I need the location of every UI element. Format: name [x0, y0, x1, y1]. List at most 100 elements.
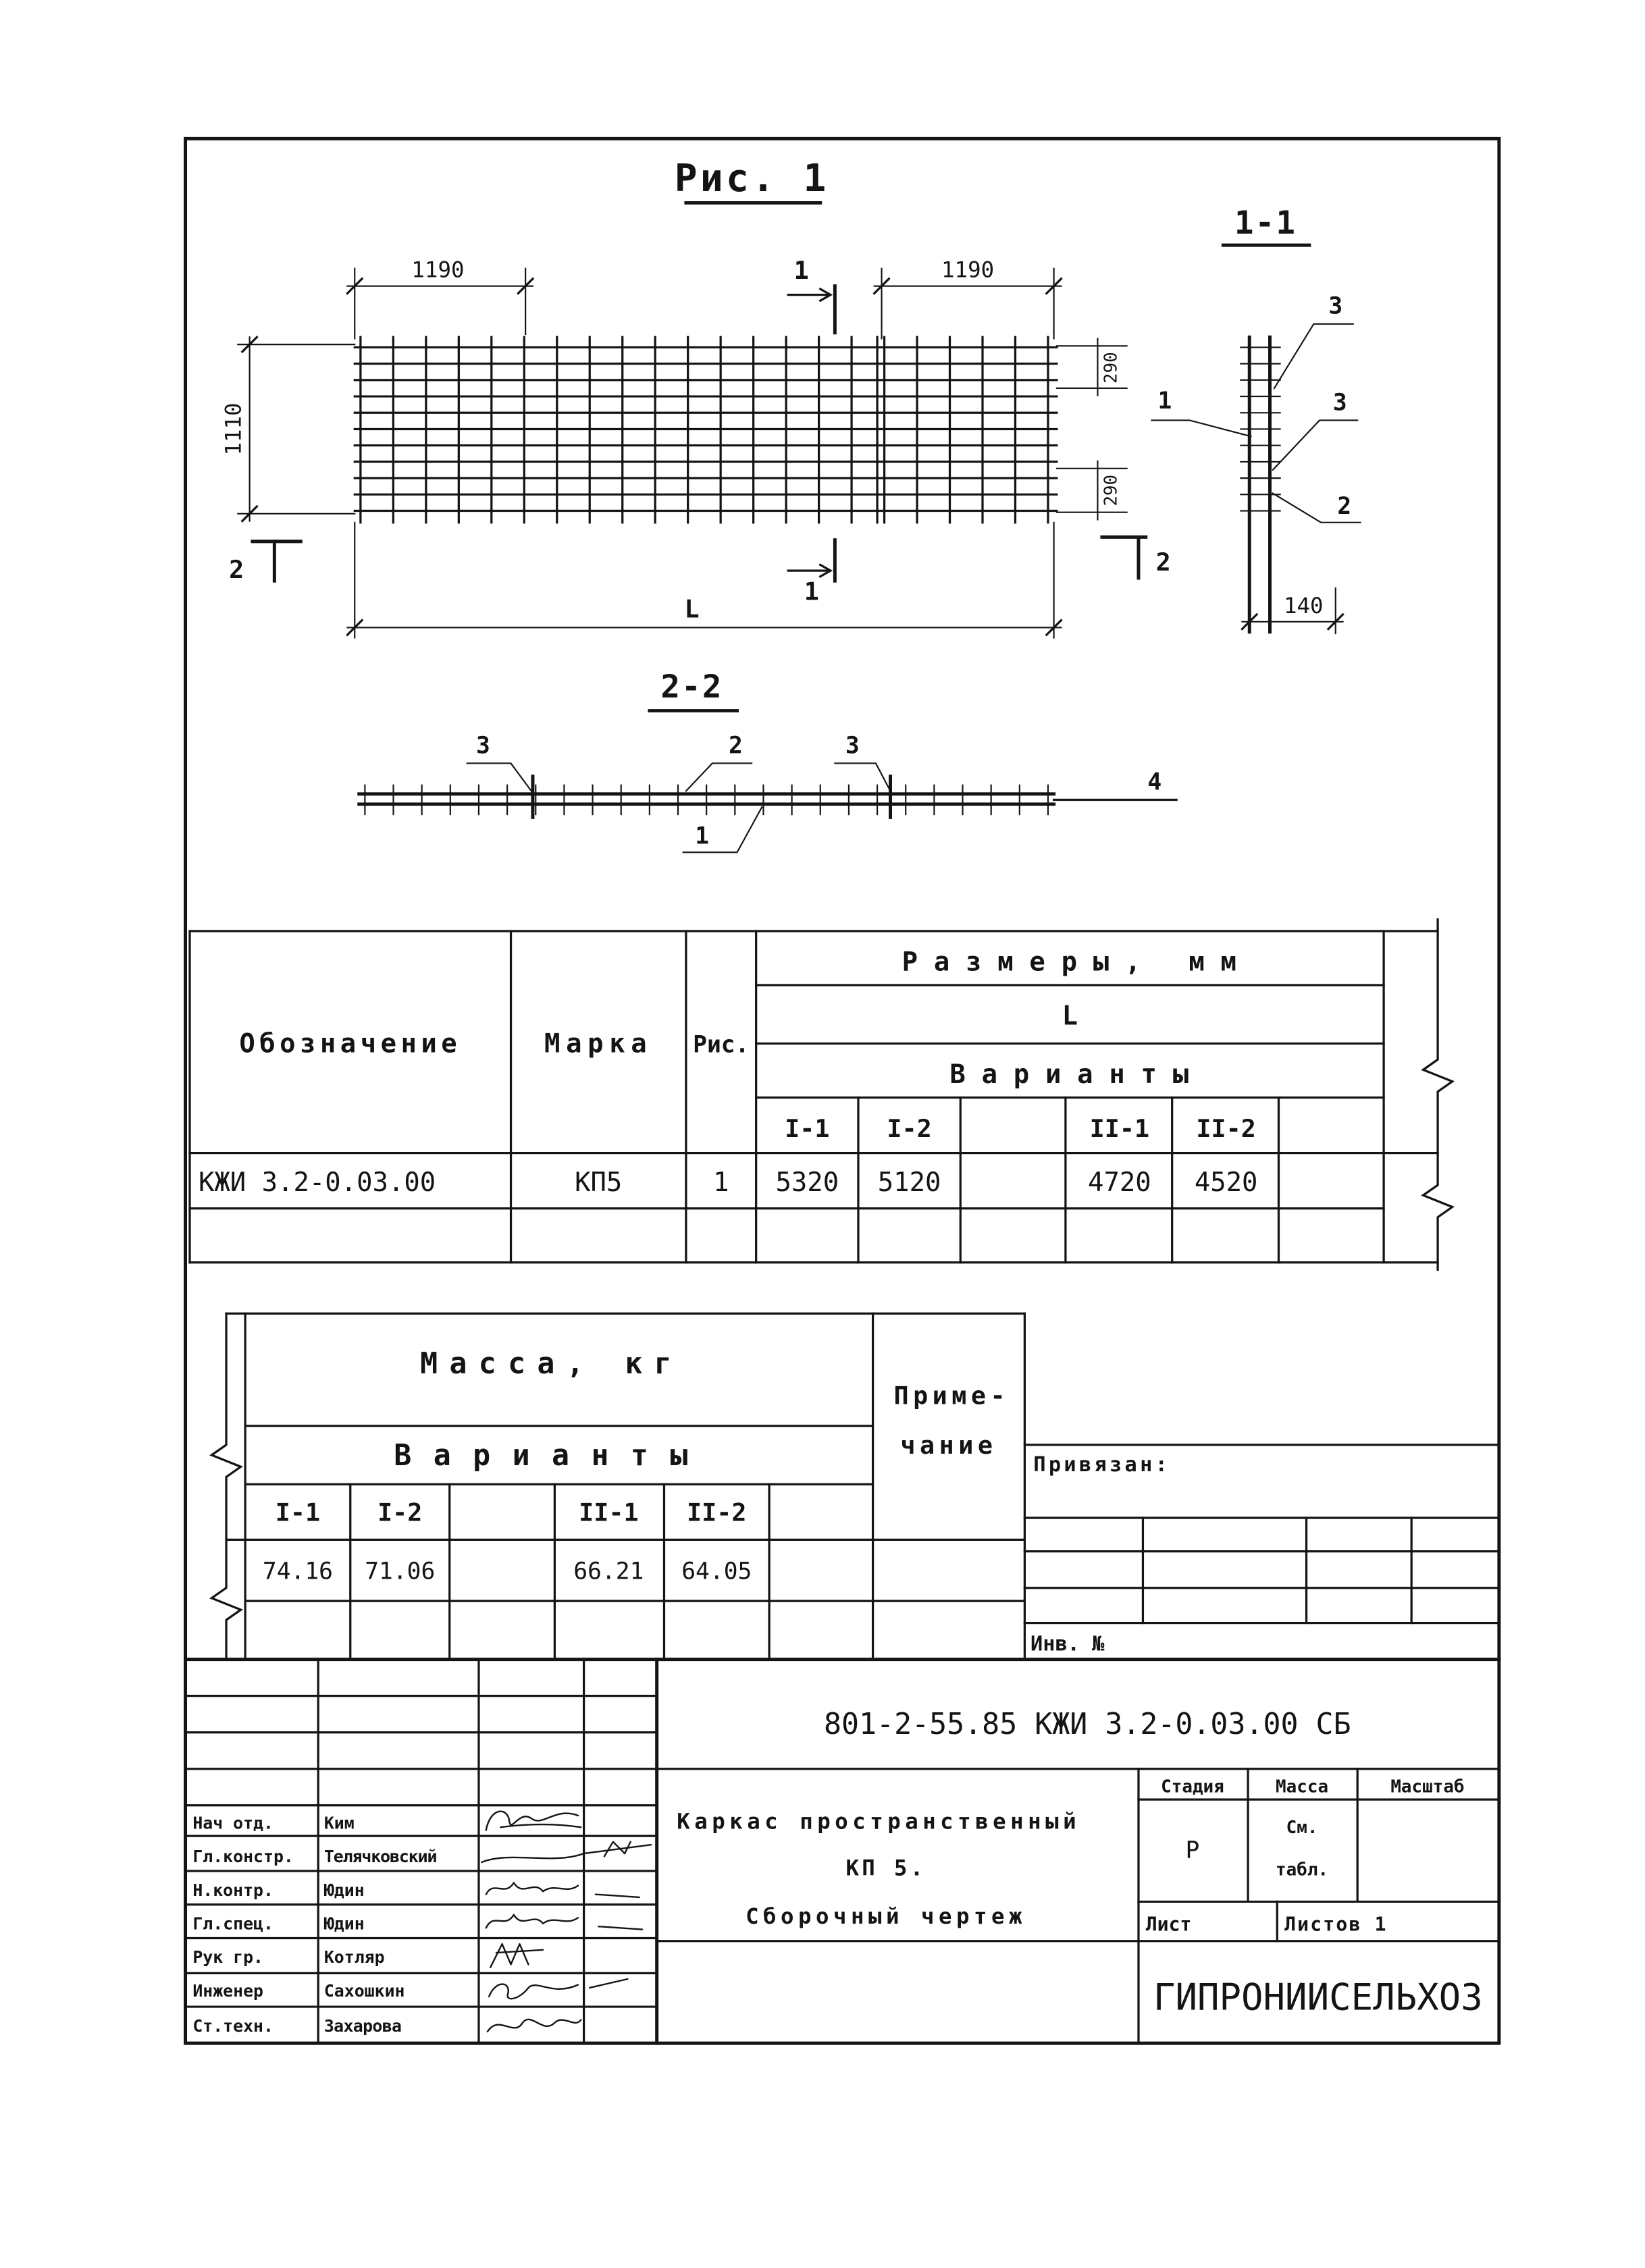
callout-1-1-2: 2 — [1337, 493, 1351, 520]
row-designation: КЖИ 3.2-0.03.00 — [199, 1167, 436, 1198]
signature — [490, 1943, 544, 1968]
organization-name: ГИПРОНИИСЕЛЬХОЗ — [1153, 1976, 1483, 2018]
table-break-line — [209, 1312, 244, 1660]
signatory-name: Телячковский — [324, 1847, 437, 1866]
table-break-line — [1421, 918, 1455, 1271]
section-1-1-profile — [1240, 335, 1281, 634]
row-length-5: 4520 — [1195, 1167, 1258, 1198]
title-block-rules — [184, 1658, 1501, 2045]
title-block: 801-2-55.85 КЖИ 3.2-0.03.00 СБ Каркас пр… — [184, 1658, 1501, 2045]
sheet-label: Лист — [1146, 1914, 1192, 1936]
signatory-role: Н.контр. — [192, 1880, 273, 1900]
dimension-edge-top-value: 290 — [1101, 352, 1122, 384]
header-sizes: Размеры, мм — [902, 947, 1253, 977]
binding-box: Привязан: Инв. № — [1023, 1444, 1500, 1656]
signatory-row: Ст.техн. Захарова — [192, 2016, 582, 2036]
row-length-2: 5120 — [878, 1167, 941, 1198]
section-2-2-title: 2-2 — [660, 668, 723, 706]
sheets-count-label: Листов 1 — [1284, 1914, 1388, 1936]
mass-value-1: 74.16 — [263, 1558, 333, 1585]
header-length: L — [1062, 1001, 1078, 1031]
dimension-top-right-value: 1190 — [941, 257, 994, 283]
callout-2-2-1: 1 — [695, 822, 709, 849]
row-fig: 1 — [713, 1167, 729, 1198]
scale-label: Масштаб — [1390, 1776, 1464, 1797]
stage-value: Р — [1186, 1837, 1200, 1864]
callout-1-1-mid-3: 3 — [1333, 389, 1347, 416]
section-cut-2-right-label: 2 — [1156, 548, 1171, 577]
mass-table: Масса, кг Варианты Приме- чание I-1 I-2 … — [209, 1312, 1026, 1661]
dimension-edge-top: 290 — [1055, 338, 1128, 396]
row-length-4: 4720 — [1088, 1167, 1151, 1198]
section-cut-2-left-label: 2 — [229, 555, 244, 584]
signatory-role: Инженер — [192, 1981, 263, 2001]
variant-col-2: I-2 — [887, 1114, 931, 1143]
variant-col-4: II-1 — [1090, 1114, 1149, 1143]
binding-label: Привязан: — [1033, 1453, 1170, 1477]
signature — [485, 1810, 582, 1831]
header-note-line-1: Приме- — [893, 1381, 1010, 1410]
header-mark: Марка — [544, 1028, 652, 1059]
signatory-row: Инженер Сахошкин — [192, 1978, 629, 2001]
mass-value-5: 64.05 — [681, 1558, 752, 1585]
signature — [485, 1914, 644, 1930]
header-fig: Рис. — [693, 1031, 749, 1058]
section-1-1-bars — [1240, 346, 1281, 512]
mass-variant-col-5: II-2 — [687, 1498, 746, 1527]
signatory-name: Котляр — [324, 1947, 385, 1967]
dimension-top-right: 1190 — [872, 257, 1063, 340]
dimension-top-left-value: 1190 — [411, 257, 464, 283]
signature — [485, 1882, 640, 1899]
mass-variant-col-2: I-2 — [377, 1498, 422, 1527]
mass-value-line-1: См. — [1286, 1818, 1318, 1838]
callout-2-2-4: 4 — [1147, 768, 1161, 795]
header-variants: Варианты — [949, 1059, 1205, 1090]
specification-table-rules — [188, 918, 1455, 1271]
drawing-title-line-2: КП 5. — [845, 1855, 926, 1881]
section-cut-2-left: 2 — [229, 539, 303, 584]
mass-table-rules — [209, 1312, 1026, 1661]
section-2-2-ticks — [364, 784, 1049, 816]
dimension-edge-bottom-value: 290 — [1101, 475, 1122, 506]
dimension-height: 1110 — [221, 336, 356, 523]
drawing-title-line-3: Сборочный чертеж — [746, 1903, 1026, 1929]
dimension-length: L — [346, 521, 1063, 639]
signatory-name: Захарова — [324, 2016, 401, 2036]
signatory-row: Нач отд. Ким — [192, 1810, 582, 1832]
callout-1-1-top-3: 3 — [1328, 293, 1342, 320]
mass-label: Масса — [1276, 1776, 1328, 1797]
signatory-name: Юдин — [324, 1880, 365, 1900]
signatory-name: Сахошкин — [324, 1981, 405, 2001]
dimension-section-width-value: 140 — [1284, 593, 1324, 618]
header-designation: Обозначение — [239, 1028, 461, 1059]
callout-2-2-right-3: 3 — [845, 732, 860, 759]
mass-variant-col-4: II-1 — [579, 1498, 638, 1527]
document-code: 801-2-55.85 КЖИ 3.2-0.03.00 СБ — [824, 1708, 1351, 1741]
signatory-role: Гл.спец. — [192, 1914, 273, 1934]
section-cut-1-bottom-label: 1 — [804, 577, 819, 606]
header-mass: Масса, кг — [420, 1347, 683, 1381]
inventory-number-label: Инв. № — [1030, 1633, 1105, 1656]
signature — [486, 2018, 582, 2032]
sheet-frame — [184, 136, 1501, 2045]
variant-col-5: II-2 — [1196, 1114, 1255, 1143]
signatory-role: Ст.техн. — [192, 2016, 273, 2036]
section-2-2-profile — [357, 774, 1178, 819]
reinforcement-mesh-plan — [353, 336, 1058, 524]
variant-col-1: I-1 — [785, 1114, 829, 1143]
section-cut-1-top: 1 — [787, 256, 837, 335]
dimension-length-value: L — [684, 594, 699, 623]
table-row: 74.16 71.06 66.21 64.05 — [263, 1558, 752, 1585]
signatory-name: Ким — [324, 1813, 355, 1832]
signatory-role: Нач отд. — [192, 1813, 273, 1832]
stage-label: Стадия — [1161, 1776, 1224, 1797]
callout-2-2-left-3: 3 — [476, 732, 490, 759]
row-length-1: 5320 — [775, 1167, 839, 1198]
signatory-row: Рук гр. Котляр — [192, 1943, 544, 1968]
signatory-role: Гл.констр. — [192, 1847, 294, 1866]
row-mark: КП5 — [575, 1167, 622, 1198]
section-2-2-callouts: 3 2 3 1 4 — [466, 732, 1161, 853]
drawing-title-line-1: Каркас пространственный — [677, 1808, 1080, 1834]
callout-2-2-2: 2 — [729, 732, 743, 759]
